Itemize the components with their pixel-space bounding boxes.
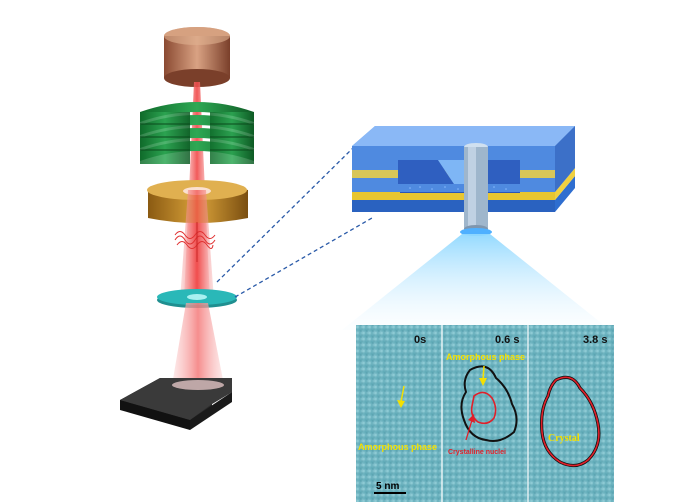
arrow-icon (479, 365, 487, 386)
magnetic-lens-coils (140, 102, 254, 164)
wave-packet-icon (174, 222, 216, 262)
detector (120, 378, 232, 430)
liquid-cell (352, 126, 575, 233)
sample-holder-disc (157, 289, 237, 308)
scale-bar-label: 5 nm (376, 481, 399, 492)
zoom-callout-lines (216, 145, 373, 298)
crystal-label: Crystal (548, 433, 580, 444)
projection-cone (342, 228, 610, 330)
crystal-outline-red (540, 376, 600, 467)
panel-3-time: 3.8 s (583, 334, 607, 346)
tem-panel-3: 3.8 s Crystal (540, 334, 607, 468)
crystalline-nuclei-label: Crystalline nuclei (448, 449, 506, 456)
arrow-icon (465, 414, 475, 441)
tem-panel-1: 0s Amorphous phase 5 nm (358, 334, 437, 494)
electron-beam-lower (172, 303, 224, 385)
amorphous-phase-label-2: Amorphous phase (446, 352, 525, 362)
panel-1-time: 0s (414, 334, 426, 346)
tem-image-strip: 0s Amorphous phase 5 nm 0.6 s Amorphous … (356, 325, 614, 502)
electron-gun (164, 27, 230, 87)
amorphous-outline (460, 365, 518, 442)
amorphous-phase-label-1: Amorphous phase (358, 442, 437, 452)
tem-panel-2: 0.6 s Amorphous phase Crystalline nuclei (446, 334, 525, 456)
arrow-icon (397, 385, 405, 408)
panel-2-time: 0.6 s (495, 334, 519, 346)
